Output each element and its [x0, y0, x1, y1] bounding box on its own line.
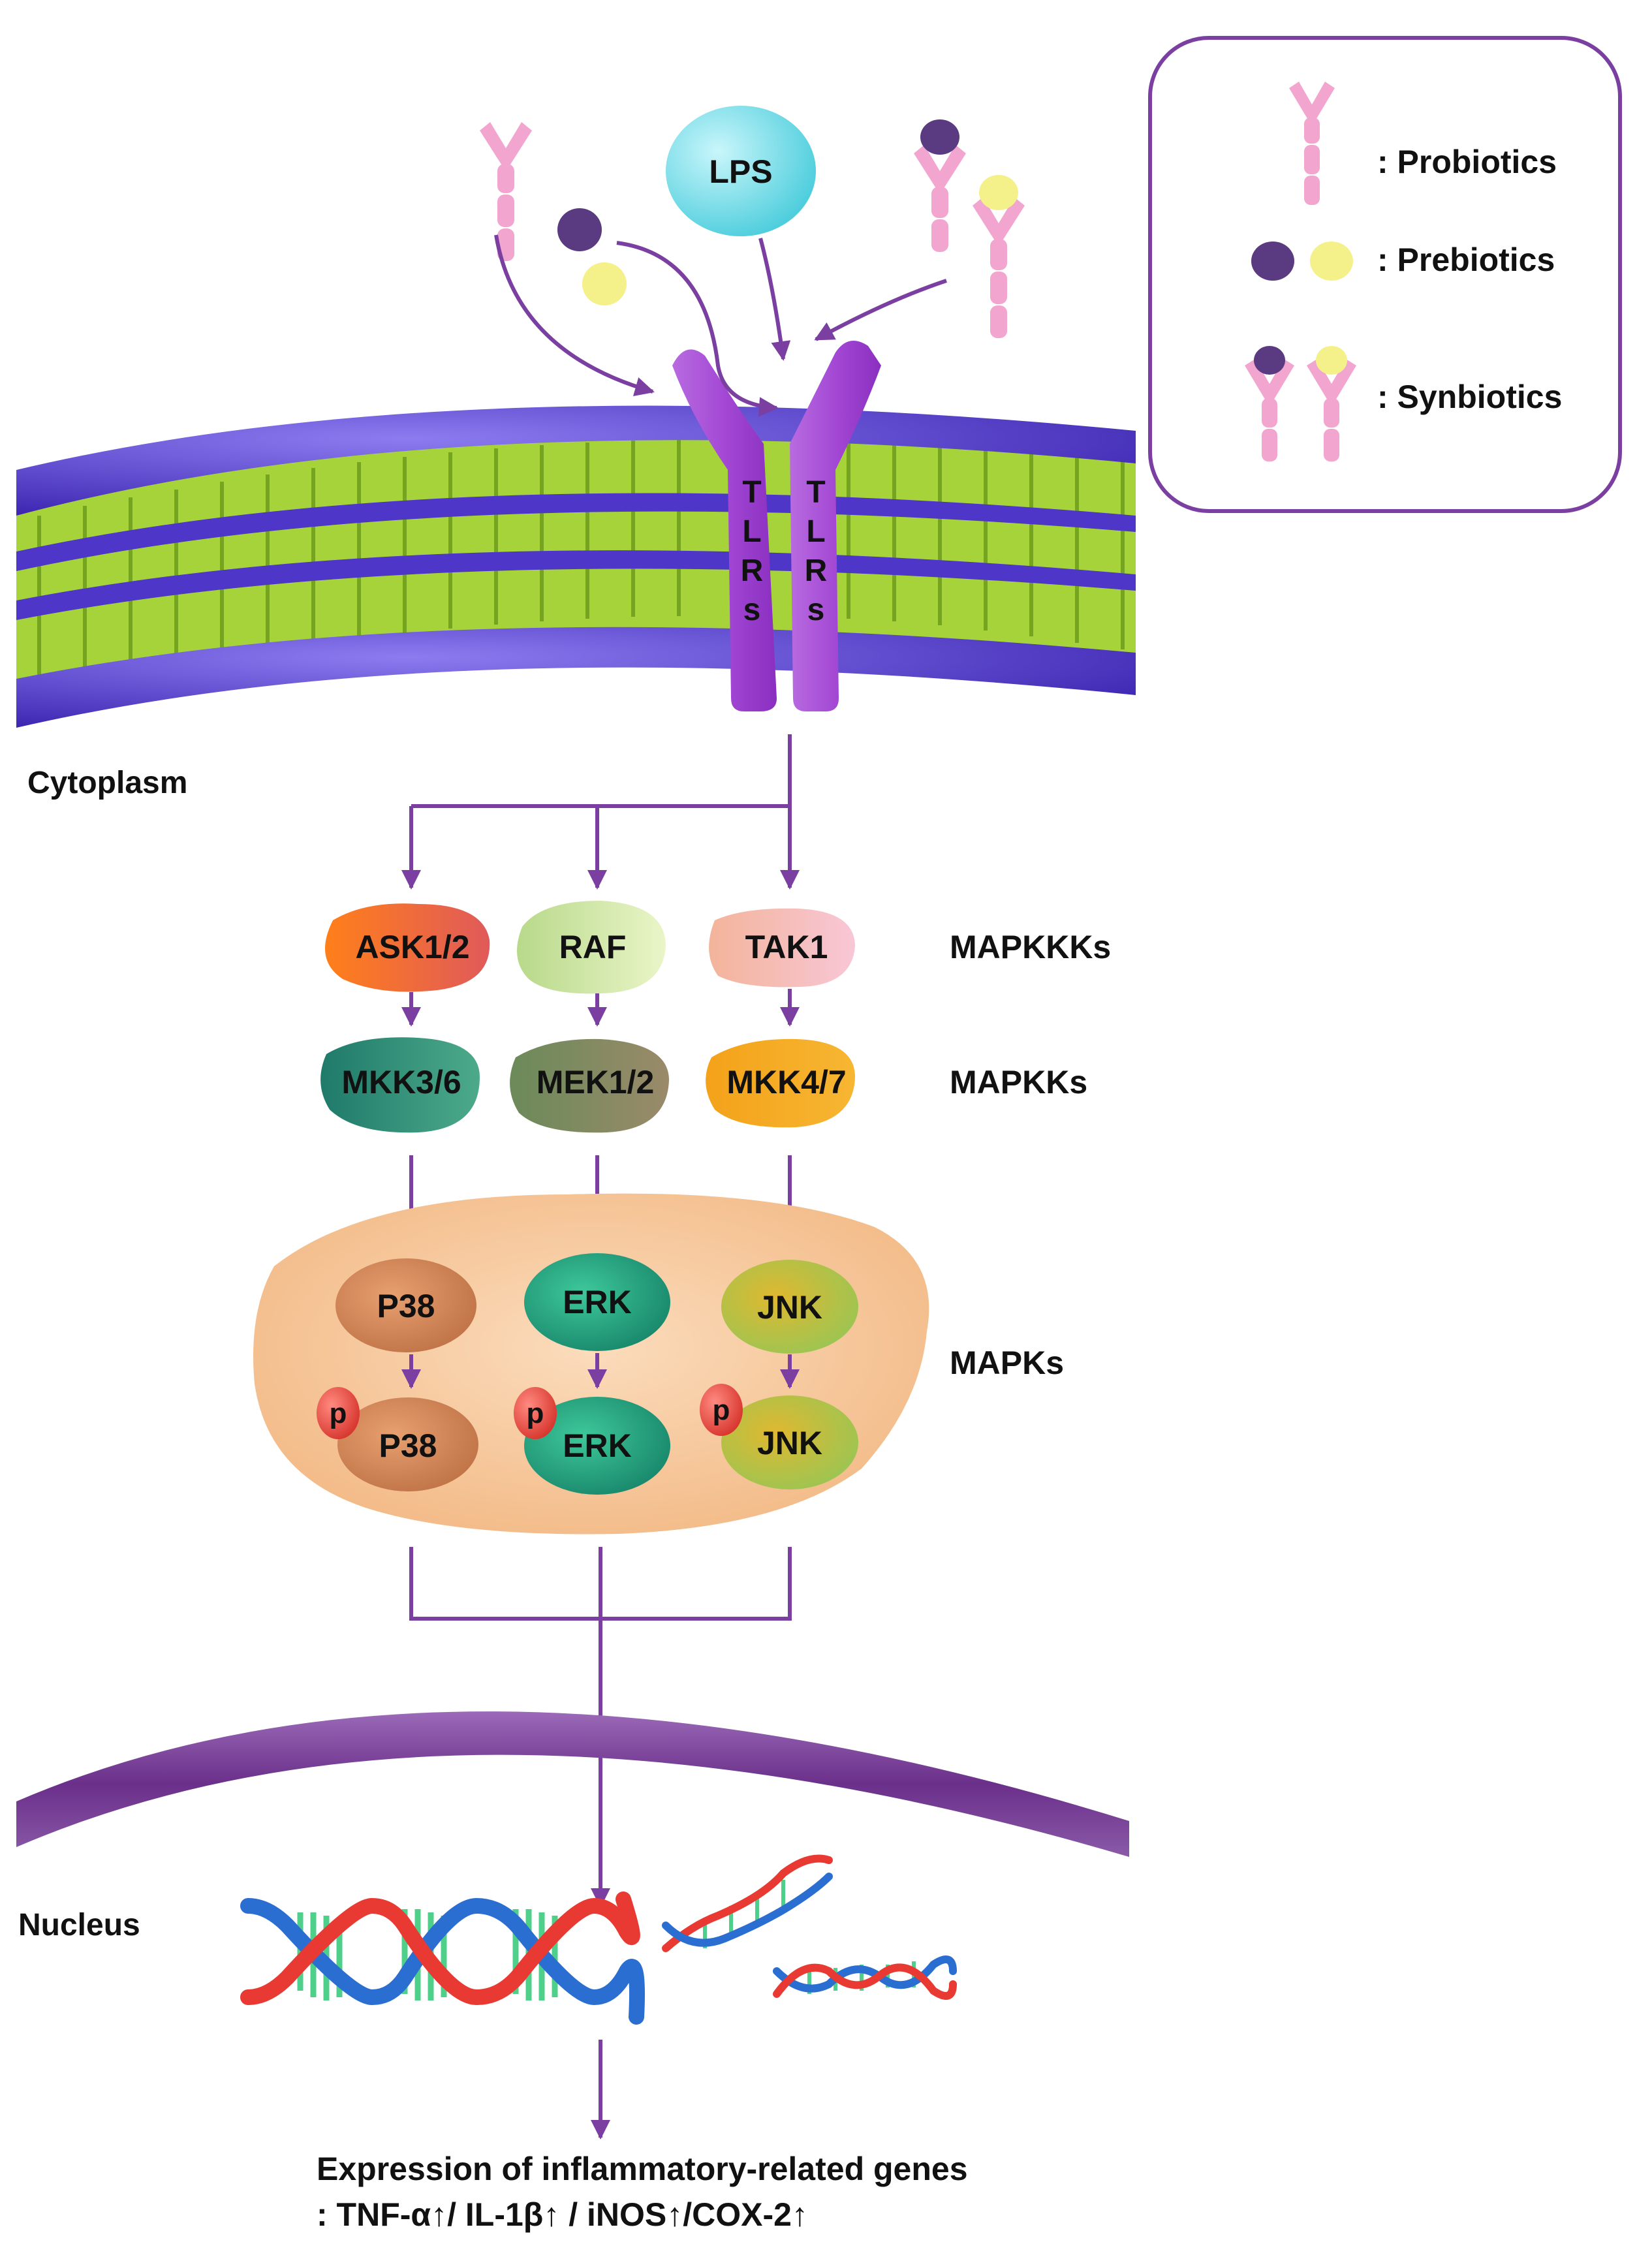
tlr-right-letter-2: L — [806, 514, 825, 549]
expression-line-1: Expression of inflammatory-related genes — [317, 2151, 968, 2187]
jnk-label: JNK — [757, 1289, 822, 1326]
jnk-blob — [721, 1260, 858, 1354]
prebiotic-light-ligand — [582, 262, 627, 305]
mapkks-label: MAPKKs — [950, 1064, 1087, 1100]
legend: : Probiotics : Prebiotics : Synbiotics — [1148, 36, 1622, 513]
prebiotic-dark-icon — [1251, 241, 1294, 281]
mek12-blob — [510, 1038, 669, 1133]
tak1-blob — [709, 908, 855, 988]
prebiotic-light-icon — [1310, 241, 1353, 281]
dna-small-2 — [773, 1955, 957, 2000]
erk-label: ERK — [563, 1284, 632, 1320]
phospho-erk-label: ERK — [563, 1427, 632, 1464]
phospho-p38-badge — [317, 1387, 360, 1439]
membrane-head-top — [16, 405, 1136, 516]
lps-label: LPS — [709, 153, 772, 190]
phospho-erk-badge — [514, 1387, 557, 1439]
legend-prebiotics-label: : Prebiotics — [1377, 241, 1555, 278]
lps-ligand — [666, 106, 816, 236]
mkk47-label: MKK4/7 — [726, 1064, 846, 1100]
phospho-jnk-badge — [700, 1384, 743, 1436]
legend-synbiotics-label: : Synbiotics — [1377, 379, 1562, 415]
cytoplasm-label: Cytoplasm — [27, 766, 187, 800]
phospho-jnk-label: JNK — [757, 1425, 822, 1461]
mkk47-blob — [706, 1038, 855, 1128]
phospho-jnk-blob — [721, 1395, 858, 1489]
mkk36-blob — [320, 1037, 480, 1133]
probiotic-arrow — [494, 234, 655, 396]
tlr-right-letter-4: s — [807, 593, 825, 627]
prebiotic-arrow — [616, 241, 779, 417]
ask12-blob — [325, 903, 490, 992]
expression-line-2: : TNF-α↑/ IL-1β↑ / iNOS↑/COX-2↑ — [317, 2196, 808, 2233]
phospho-erk-blob — [524, 1397, 670, 1495]
legend-probiotics-label: : Probiotics — [1377, 144, 1557, 180]
membrane-head-mid-top — [16, 493, 1136, 571]
mkk36-label: MKK3/6 — [341, 1064, 461, 1100]
phospho-p38-badge-label: p — [330, 1397, 347, 1429]
mapks-label: MAPKs — [950, 1345, 1064, 1381]
p38-blob — [335, 1258, 476, 1352]
tlr-right-arm — [790, 341, 881, 711]
cell-membrane — [16, 405, 1136, 728]
p38-label: P38 — [377, 1288, 435, 1324]
tak1-label: TAK1 — [745, 929, 828, 965]
membrane-head-bottom — [16, 627, 1136, 728]
ask12-label: ASK1/2 — [355, 929, 469, 965]
mapkkks-label: MAPKKKs — [950, 929, 1111, 965]
tlr-receptor: T L R s T L R s — [672, 341, 881, 711]
phospho-erk-badge-label: p — [527, 1397, 544, 1429]
probiotic-ligand — [480, 122, 532, 261]
phosphorylation-arrows — [401, 1353, 800, 1389]
raf-blob — [517, 901, 666, 994]
ligand-arrows — [494, 234, 947, 417]
tlr-left-letter-1: T — [742, 475, 761, 510]
tlr-right-letter-1: T — [806, 475, 825, 510]
prebiotic-dark-ligand — [557, 208, 602, 251]
raf-label: RAF — [559, 929, 627, 965]
synbiotic-icon-dark — [1245, 346, 1294, 461]
phospho-p38-blob — [337, 1397, 478, 1491]
membrane-head-mid-bottom — [16, 550, 1136, 620]
phospho-p38-label: P38 — [379, 1427, 437, 1464]
lps-arrow — [758, 238, 791, 361]
nucleus-label: Nucleus — [18, 1908, 140, 1942]
mek12-label: MEK1/2 — [537, 1064, 655, 1100]
erk-blob — [524, 1253, 670, 1351]
mapkkk-to-mapkk-arrows — [401, 989, 800, 1027]
tlr-left-letter-2: L — [742, 514, 761, 549]
tlr-right-letter-3: R — [805, 553, 828, 588]
dna-small-1 — [662, 1854, 833, 1952]
synbiotic-icon-light — [1307, 346, 1356, 461]
synbiotic-arrow — [814, 279, 947, 341]
tlr-left-letter-4: s — [743, 593, 761, 627]
probiotic-icon — [1289, 82, 1335, 205]
synbiotic-ligand-dark — [914, 119, 966, 252]
receptor-branch-lines — [401, 734, 800, 890]
tlr-left-arm — [672, 349, 777, 711]
nuclear-membrane — [16, 1711, 1129, 1857]
phospho-jnk-badge-label: p — [713, 1394, 730, 1426]
synbiotic-ligand-light — [973, 175, 1025, 338]
tlr-left-letter-3: R — [741, 553, 764, 588]
dna-main — [240, 1892, 645, 2025]
